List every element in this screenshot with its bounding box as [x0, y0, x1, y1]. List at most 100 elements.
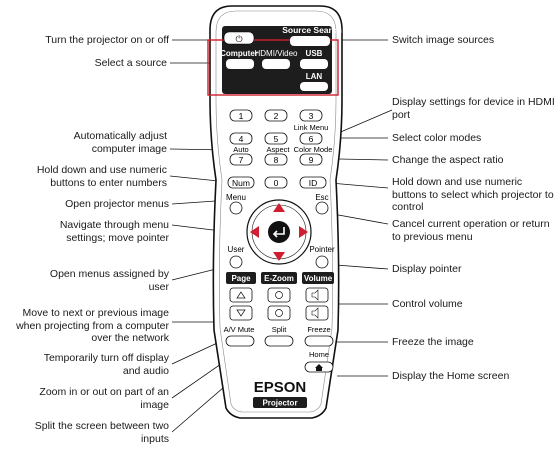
callout-source-search: Switch image sources: [392, 34, 495, 46]
user-button[interactable]: [229, 255, 243, 269]
aspect-label: Aspect: [267, 145, 291, 154]
key-9-label: 9: [309, 155, 314, 165]
callout-esc: Cancel current operation or return to pr…: [392, 218, 550, 243]
id-button[interactable]: [299, 176, 327, 189]
page-up-button[interactable]: [229, 287, 253, 303]
lan-label: LAN: [306, 72, 323, 81]
nav-up-arrow-icon[interactable]: [273, 203, 285, 212]
callout-color-mode: Select color modes: [392, 132, 482, 144]
ezoom-out-button[interactable]: [267, 305, 291, 321]
source-highlight-box: [207, 39, 339, 96]
key-1-label: 1: [239, 111, 244, 121]
usb-button[interactable]: [300, 59, 328, 69]
callout-aspect: Change the aspect ratio: [392, 154, 504, 166]
nav-down-arrow-icon[interactable]: [273, 252, 285, 261]
key-7[interactable]: [229, 153, 253, 166]
callout-link-menu: Display settings for device in HDMI port: [392, 96, 555, 121]
page-label: Page: [231, 274, 251, 283]
callout-volume: Control volume: [392, 298, 463, 310]
pointer-button[interactable]: [315, 255, 329, 269]
num-button[interactable]: [227, 176, 255, 189]
callout-pointer: Display pointer: [392, 263, 462, 275]
callout-av-mute: Temporarily turn off display and audio: [43, 352, 169, 377]
key-3[interactable]: [299, 109, 323, 122]
num-label: Num: [232, 178, 250, 188]
power-button[interactable]: [223, 31, 255, 45]
volume-down-button[interactable]: [305, 305, 329, 321]
key-4-label: 4: [239, 134, 244, 144]
link-menu-label: Link Menu: [294, 123, 329, 132]
volume-label: Volume: [304, 274, 333, 283]
key-1[interactable]: [229, 109, 253, 122]
volume-tab: [302, 272, 334, 284]
zoom-out-icon: [275, 309, 283, 317]
key-5[interactable]: [264, 132, 288, 145]
key-5-label: 5: [274, 134, 279, 144]
esc-button[interactable]: [315, 201, 329, 215]
user-label: User: [228, 245, 245, 254]
av-mute-label: A/V Mute: [224, 325, 255, 334]
split-button[interactable]: [264, 335, 294, 347]
source-search-button[interactable]: [290, 36, 330, 46]
pointer-label: Pointer: [309, 245, 335, 254]
nav-left-arrow-icon[interactable]: [250, 226, 259, 238]
hdmi-video-button[interactable]: [262, 59, 290, 69]
computer-label: Computer: [220, 49, 258, 58]
callout-auto: Automatically adjust computer image: [73, 130, 167, 155]
volume-down-icon: [311, 307, 319, 319]
id-label: ID: [309, 178, 318, 188]
esc-label: Esc: [315, 193, 328, 202]
key-9[interactable]: [299, 153, 323, 166]
callout-freeze: Freeze the image: [392, 336, 474, 348]
model-label: Projector: [262, 399, 297, 408]
remote-body-inner: [215, 10, 337, 413]
model-badge: [253, 397, 307, 408]
ezoom-in-button[interactable]: [267, 287, 291, 303]
callout-ezoom: Zoom in or out on part of an image: [39, 386, 169, 411]
ezoom-label: E-Zoom: [264, 274, 294, 283]
ezoom-tab: [261, 272, 297, 284]
callout-menu: Open projector menus: [65, 198, 169, 210]
callout-navigate: Navigate through menu settings; move poi…: [59, 219, 169, 244]
nav-right-arrow-icon[interactable]: [299, 226, 308, 238]
enter-button[interactable]: [268, 221, 290, 243]
leader-pointer: [335, 264, 389, 270]
callout-id: Hold down and use numeric buttons to sel…: [392, 176, 554, 213]
key-8[interactable]: [264, 153, 288, 166]
key-2[interactable]: [264, 109, 288, 122]
enter-icon: [272, 227, 285, 238]
computer-button[interactable]: [226, 59, 254, 69]
color-mode-label: Color Mode: [294, 145, 333, 154]
lan-button[interactable]: [300, 82, 328, 91]
av-mute-button[interactable]: [225, 335, 255, 347]
auto-label: Auto: [233, 145, 248, 154]
callout-home: Display the Home screen: [392, 370, 510, 382]
callout-split: Split the screen between two inputs: [34, 420, 169, 445]
epson-logo: EPSON: [254, 379, 307, 396]
split-label: Split: [272, 325, 288, 334]
menu-label: Menu: [226, 193, 246, 202]
key-4[interactable]: [229, 132, 253, 145]
freeze-label: Freeze: [307, 325, 330, 334]
key-0[interactable]: [264, 176, 288, 189]
key-3-label: 3: [309, 111, 314, 121]
menu-button[interactable]: [229, 201, 243, 215]
page-down-button[interactable]: [229, 305, 253, 321]
volume-up-button[interactable]: [305, 287, 329, 303]
volume-up-icon: [311, 289, 319, 301]
key-6[interactable]: [299, 132, 323, 145]
home-icon: [315, 364, 323, 371]
freeze-button[interactable]: [304, 335, 334, 347]
page-up-icon: [236, 291, 246, 299]
callout-power: Turn the projector on or off: [45, 34, 169, 46]
source-search-label: Source Search: [282, 25, 342, 35]
callout-user: Open menus assigned by user: [49, 268, 169, 293]
key-7-label: 7: [239, 155, 244, 165]
page-tab: [226, 272, 256, 284]
key-6-label: 6: [309, 134, 314, 144]
usb-label: USB: [306, 49, 323, 58]
callout-page: Move to next or previous image when proj…: [16, 307, 169, 344]
zoom-in-icon: [275, 291, 283, 299]
callout-select-source: Select a source: [94, 57, 167, 69]
